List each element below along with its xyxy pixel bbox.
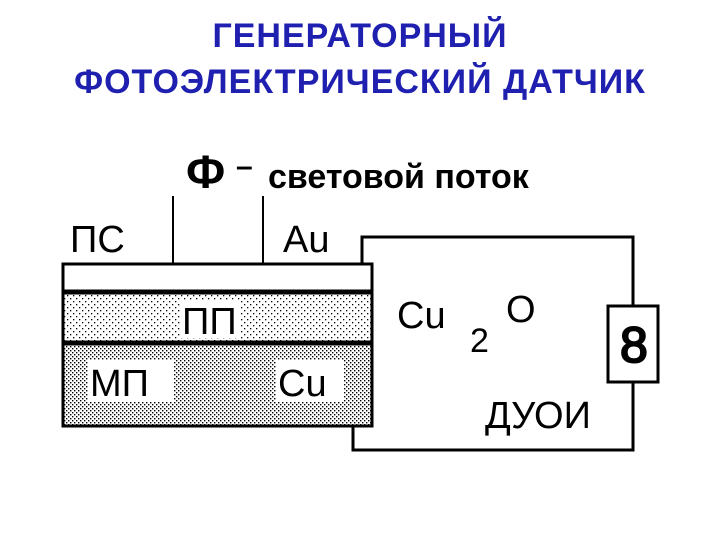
layer-ps-au [61,262,374,293]
label-mp: МП [90,363,149,405]
flux-dash: – [236,150,253,183]
title-line-1: ГЕНЕРАТОРНЫЙ [212,17,508,55]
label-pp: ПП [182,301,237,343]
label-cu: Cu [278,363,327,405]
label-cu2o-cu: Cu [397,295,446,337]
flux-text: световой поток [268,158,530,196]
indicator-display [606,304,660,384]
label-cu2o-o: O [506,289,536,331]
label-duoi: ДУОИ [485,395,591,437]
flux-symbol: Ф [186,146,225,198]
label-ps: ПС [70,219,125,261]
label-mp-bg [88,360,174,402]
label-au: Au [283,219,329,261]
title-line-2: ФОТОЭЛЕКТРИЧЕСКИЙ ДАТЧИК [74,63,646,101]
label-cu-bg [276,360,344,402]
label-pp-bg [180,300,240,338]
label-cu2o-subscript: 2 [470,322,489,360]
display-digit: 8 [620,317,648,373]
